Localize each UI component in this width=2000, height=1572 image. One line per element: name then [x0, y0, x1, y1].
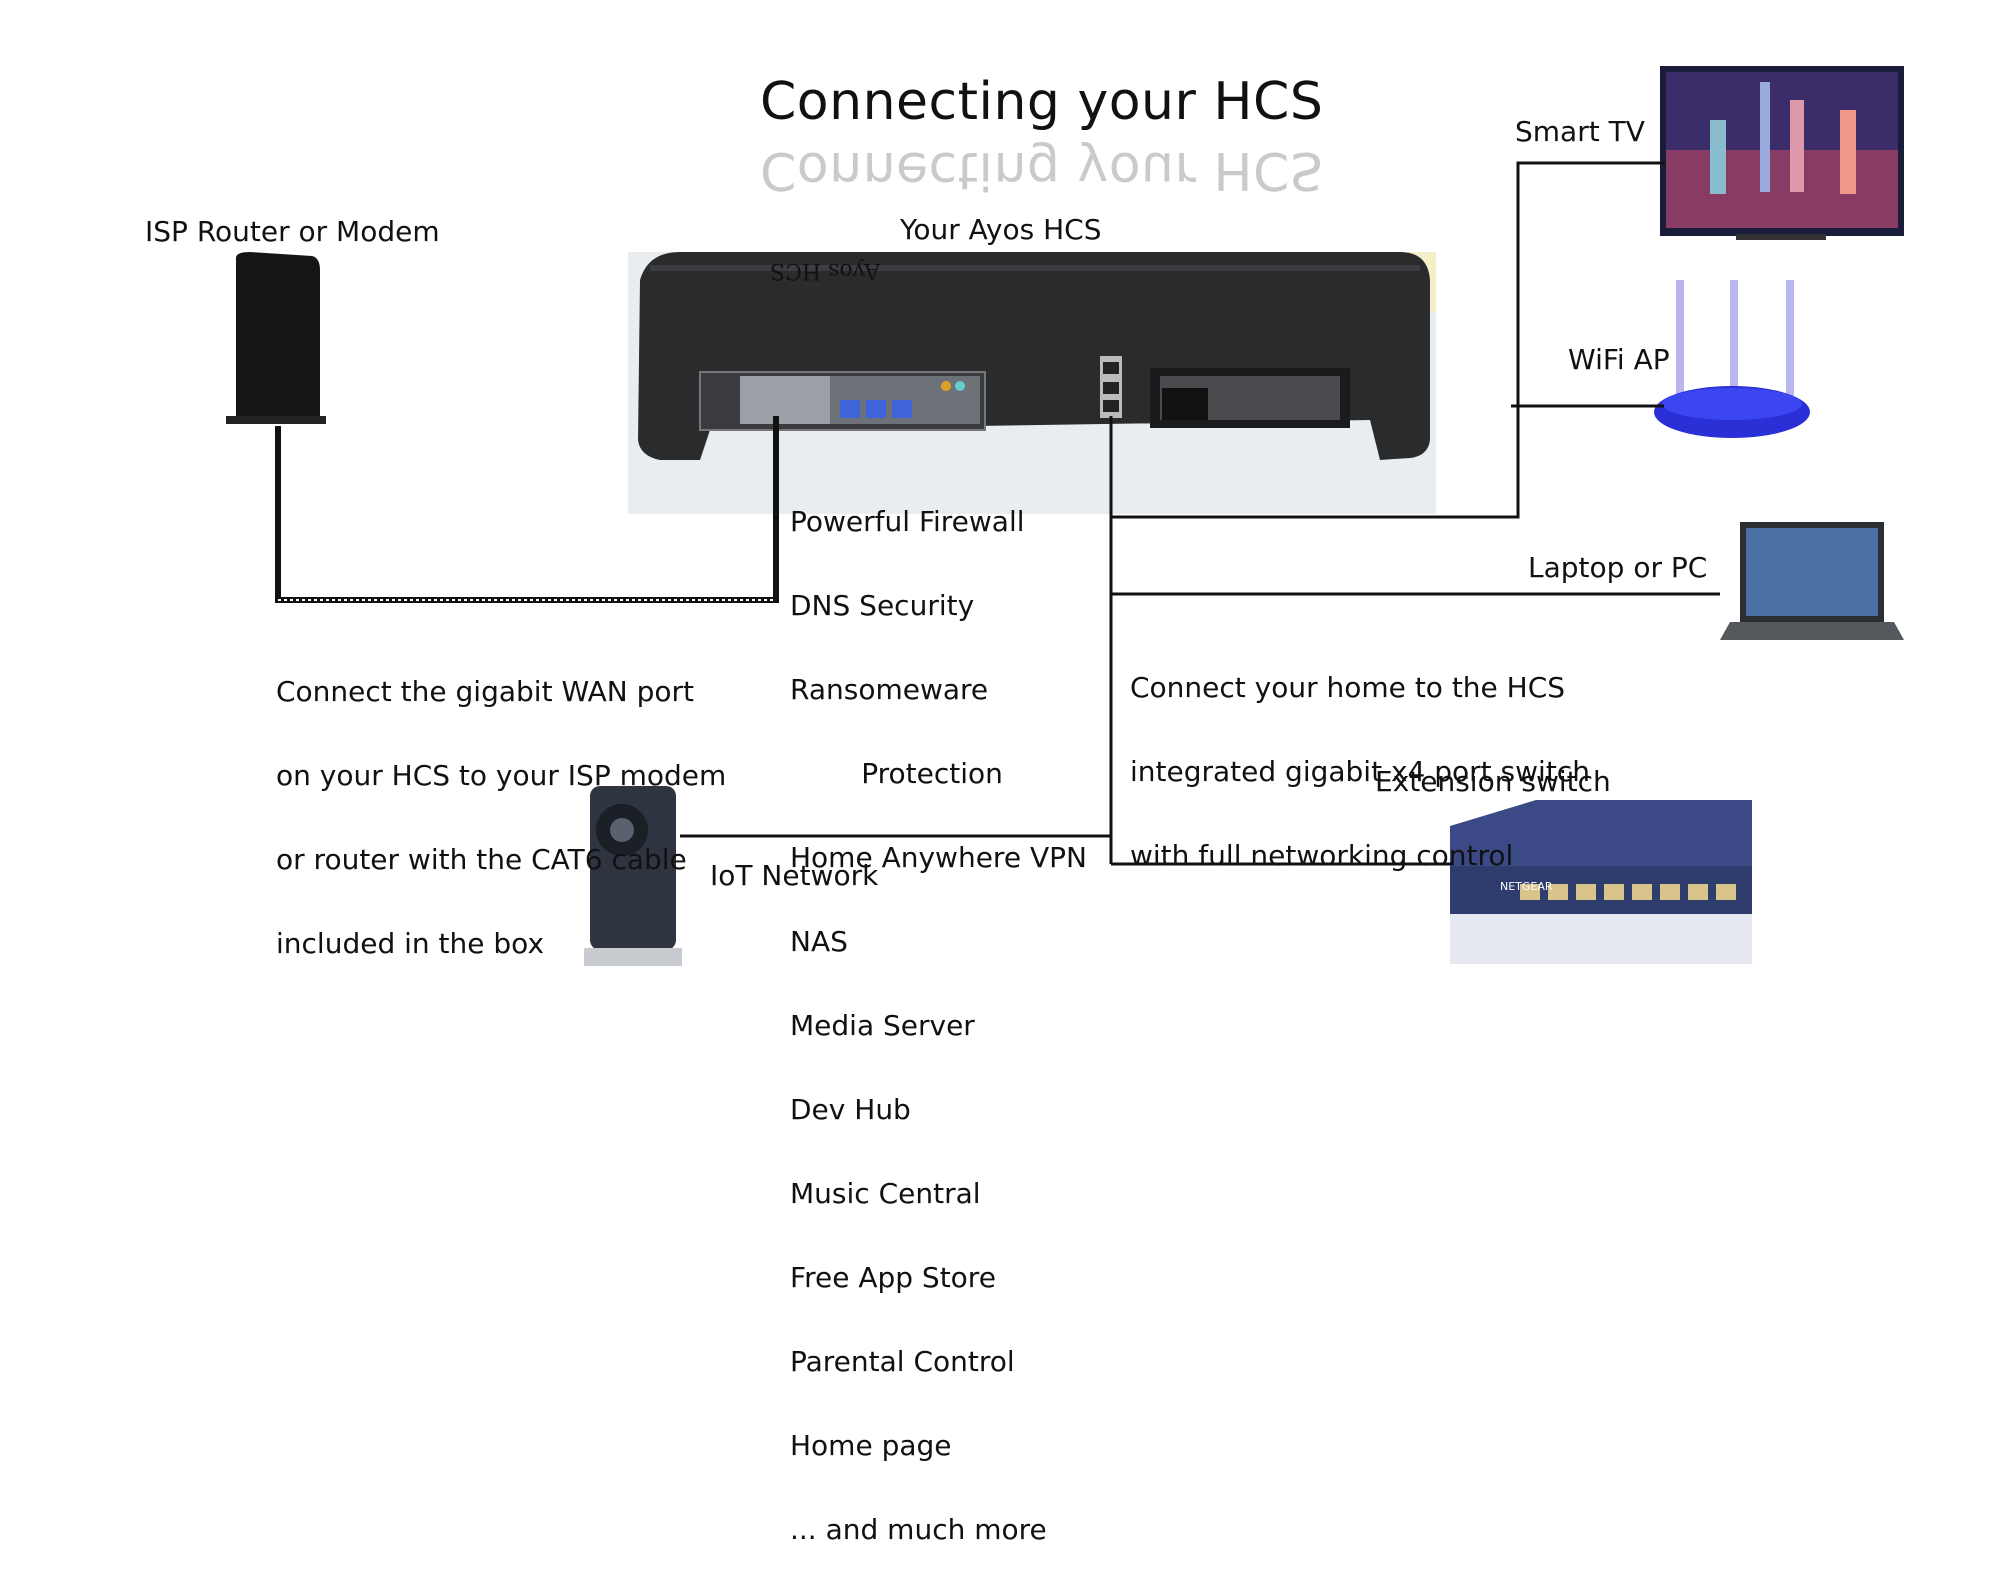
- feature-list: Powerful Firewall DNS Security Ransomewa…: [790, 452, 1087, 1572]
- lan-note-line: with full networking control: [1130, 839, 1514, 872]
- isp-modem-icon: [226, 252, 326, 424]
- feature-item: Media Server: [790, 1009, 975, 1042]
- network-wires: [275, 161, 1720, 866]
- iot-network-label: IoT Network: [710, 859, 879, 892]
- wan-note-line: or router with the CAT6 cable: [276, 843, 687, 876]
- feature-item: Free App Store: [790, 1261, 996, 1294]
- extension-switch-icon: NETGEAR: [1450, 800, 1752, 964]
- iot-camera-icon: [584, 786, 682, 966]
- smart-tv-label: Smart TV: [1515, 115, 1645, 148]
- feature-item: Protection: [790, 757, 1003, 790]
- wan-note: Connect the gigabit WAN port on your HCS…: [276, 622, 726, 986]
- laptop-label: Laptop or PC: [1528, 551, 1708, 584]
- diagram-title: Connecting your HCS: [760, 72, 1324, 132]
- lan-note: Connect your home to the HCS integrated …: [1130, 618, 1590, 898]
- feature-item: Dev Hub: [790, 1093, 911, 1126]
- hcs-logo-text: Ayos HCS: [770, 258, 881, 283]
- feature-item: Music Central: [790, 1177, 981, 1210]
- connection-diagram: Ayos HCS: [226, 66, 1904, 966]
- feature-item: NAS: [790, 925, 848, 958]
- feature-item: Home Anywhere VPN: [790, 841, 1087, 874]
- hcs-label: Your Ayos HCS: [900, 213, 1102, 246]
- feature-item: Powerful Firewall: [790, 505, 1025, 538]
- feature-item: DNS Security: [790, 589, 975, 622]
- feature-item: Ransomeware: [790, 673, 989, 706]
- wifi-ap-icon: [1654, 280, 1810, 438]
- isp-label: ISP Router or Modem: [145, 215, 440, 248]
- lan-note-line: integrated gigabit x4 port switch: [1130, 755, 1590, 788]
- extension-switch-label: Extension switch: [1375, 765, 1611, 798]
- feature-item: ... and much more: [790, 1513, 1047, 1546]
- wan-note-line: on your HCS to your ISP modem: [276, 759, 727, 792]
- smart-tv-icon: [1660, 66, 1904, 240]
- smart-tv-cable: [1111, 161, 1665, 519]
- feature-item: Home page: [790, 1429, 952, 1462]
- hcs-device: Ayos HCS: [628, 252, 1436, 514]
- feature-item: Parental Control: [790, 1345, 1015, 1378]
- laptop-icon: [1720, 522, 1904, 640]
- wan-note-line: Connect the gigabit WAN port: [276, 675, 694, 708]
- wifi-ap-label: WiFi AP: [1568, 343, 1670, 376]
- lan-note-line: Connect your home to the HCS: [1130, 671, 1566, 704]
- switch-brand-text: NETGEAR: [1500, 880, 1553, 893]
- wan-note-line: included in the box: [276, 927, 545, 960]
